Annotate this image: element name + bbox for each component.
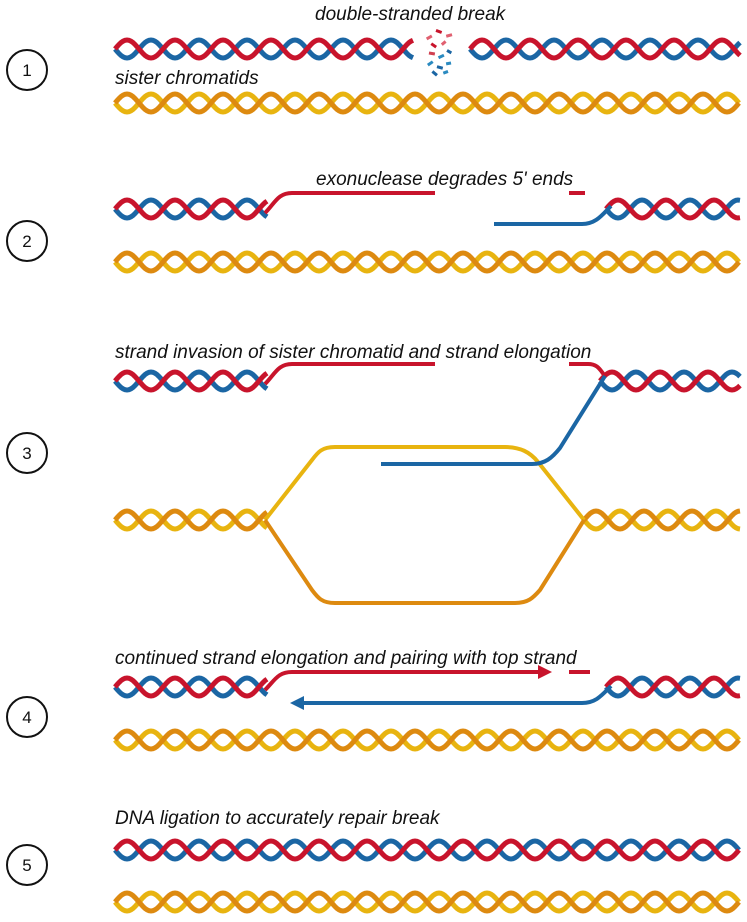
step-5-repaired-helix [113, 838, 741, 862]
helix-strand [604, 197, 741, 221]
blue-arrowhead-icon [290, 696, 304, 710]
step-2-number: 2 [22, 232, 31, 251]
helix-strand [113, 838, 741, 862]
elongating-red-strand [263, 670, 538, 692]
step-3-marker: 3 [6, 432, 48, 474]
step-3-label: strand invasion of sister chromatid and … [115, 342, 591, 363]
helix-strand [582, 508, 741, 532]
step-3-chromatid-helix-left [113, 508, 269, 532]
step-4-circle [6, 696, 48, 738]
step-2-blue-overhang [494, 204, 613, 226]
d-loop-bottom-strand [263, 518, 586, 605]
d-loop-top-strand [263, 445, 586, 522]
step-3-helix-left [113, 369, 269, 393]
helix-strand [113, 369, 269, 393]
helix-strand [113, 250, 741, 274]
helix-strand [598, 369, 742, 393]
helix-strand [113, 675, 269, 699]
step-1-label: double-stranded break [315, 4, 507, 25]
step-5-label: DNA ligation to accurately repair break [115, 808, 441, 829]
helix-strand [468, 37, 742, 61]
step-4-helix-left [113, 675, 269, 699]
step-4-marker: 4 [6, 696, 48, 738]
helix-strand [604, 675, 741, 699]
red-arrowhead-icon [538, 665, 552, 679]
step-3-chromatid-helix-right [582, 508, 741, 532]
step-2-helix-right [604, 197, 741, 221]
step-1-broken-helix-left [113, 37, 415, 61]
step-1-sublabel: sister chromatids [115, 68, 259, 89]
step-5-circle [6, 844, 48, 886]
step-4-helix-right [604, 675, 741, 699]
step-2-marker: 2 [6, 220, 48, 262]
step-3-red-overhang [263, 362, 435, 386]
helix-strand [582, 508, 741, 532]
helix-strand [604, 675, 741, 699]
helix-strand [604, 197, 741, 221]
step-5-sister-chromatid-helix [113, 890, 741, 914]
helix-strand [113, 728, 741, 752]
step-3-circle [6, 432, 48, 474]
helix-strand [113, 197, 269, 221]
step-1-marker: 1 [6, 49, 48, 91]
helix-strand [113, 37, 415, 61]
step-5-number: 5 [22, 856, 31, 875]
step-4-sister-chromatid-helix [113, 728, 741, 752]
break-fragments [425, 29, 453, 77]
step-1-number: 1 [22, 61, 31, 80]
elongating-blue-strand [302, 684, 613, 705]
helix-strand [113, 890, 741, 914]
helix-strand [468, 37, 742, 61]
step-2-red-overhang [263, 191, 435, 215]
step-2-helix-left [113, 197, 269, 221]
helix-strand [113, 91, 741, 115]
step-4-number: 4 [22, 708, 31, 727]
step-4-label: continued strand elongation and pairing … [115, 648, 578, 669]
step-3-helix-right [598, 369, 742, 393]
step-1-circle [6, 49, 48, 91]
step-3-red-stub [569, 362, 607, 378]
step-1-broken-helix-right [468, 37, 742, 61]
step-3-number: 3 [22, 444, 31, 463]
helix-strand [113, 508, 269, 532]
step-1-sister-chromatid-helix [113, 91, 741, 115]
step-2-circle [6, 220, 48, 262]
step-2-sister-chromatid-helix [113, 250, 741, 274]
helix-strand [113, 37, 415, 61]
invading-blue-strand [381, 374, 607, 466]
step-5-marker: 5 [6, 844, 48, 886]
step-2-label: exonuclease degrades 5' ends [316, 169, 574, 190]
